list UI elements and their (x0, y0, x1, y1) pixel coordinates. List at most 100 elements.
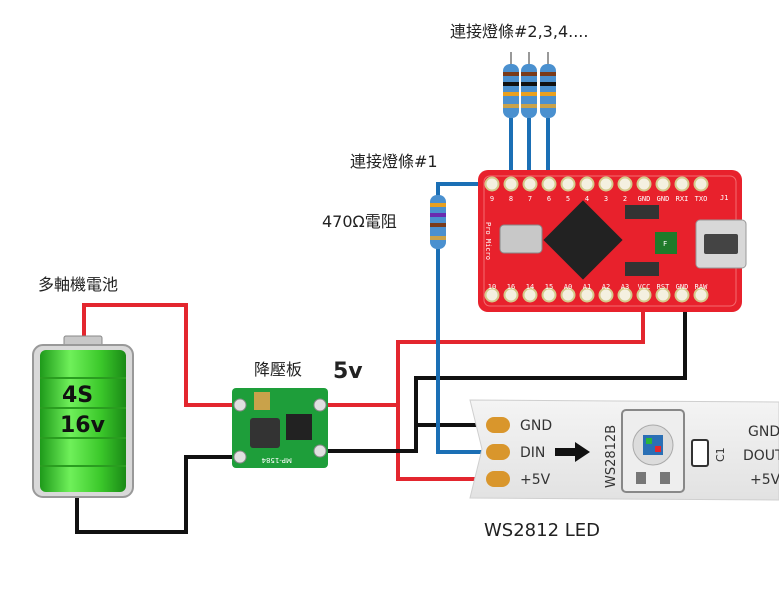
bottom-pin-label: 14 (526, 283, 534, 291)
label-strip-1: 連接燈條#1 (350, 152, 438, 171)
top-pin-hole (655, 176, 671, 192)
resistor-470 (430, 195, 446, 249)
bottom-pin-label: 10 (488, 283, 496, 291)
resistor-4 (540, 64, 556, 118)
resistor-group-multi (503, 64, 556, 118)
top-pin-hole (484, 176, 500, 192)
data-direction-arrow (555, 442, 590, 462)
top-pin-hole (617, 176, 633, 192)
bottom-pin-hole (693, 287, 709, 303)
top-pin-label: GND (657, 195, 670, 203)
strip-right-5v-label: +5V (750, 472, 779, 488)
bottom-pin-hole (617, 287, 633, 303)
top-pin-label: 9 (490, 195, 494, 203)
strip-right-gnd-label: GND (748, 424, 779, 440)
buck-regulator: MP-1584 (232, 388, 328, 468)
label-resistor: 470Ω電阻 (322, 212, 397, 231)
bottom-pin-hole (636, 287, 652, 303)
pad-gnd (486, 417, 510, 433)
bottom-pin-hole (503, 287, 519, 303)
bottom-pin-label: 16 (507, 283, 515, 291)
bottom-pin-row: 10 16 14 15 A0 A1 A2 A3 VCC RST GND RAW (484, 283, 709, 303)
board-chip-label: F (663, 240, 667, 248)
regulator-gnd-wire (320, 295, 687, 453)
bottom-pin-hole (674, 287, 690, 303)
strip-pad-5v-label: +5V (520, 472, 551, 488)
top-pin-hole (693, 176, 709, 192)
bottom-pin-hole (560, 287, 576, 303)
smd-part (625, 262, 659, 276)
resistor-2 (503, 64, 519, 118)
label-5v: 5v (333, 359, 363, 384)
battery-cells-label: 4S (62, 383, 93, 408)
bottom-pin-label: VCC (638, 283, 651, 291)
battery-fill (40, 350, 126, 492)
top-pin-label: 5 (566, 195, 570, 203)
top-pin-label: GND (638, 195, 651, 203)
bottom-pin-label: A1 (583, 283, 591, 291)
top-pin-label: 6 (547, 195, 551, 203)
bottom-pin-hole (655, 287, 671, 303)
label-battery: 多軸機電池 (38, 275, 118, 294)
top-pin-label: RXI (676, 195, 689, 203)
regulator-5v-wire (320, 295, 645, 407)
resistor-3 (521, 64, 537, 118)
bottom-pin-label: GND (676, 283, 689, 291)
wires (75, 52, 687, 534)
top-pin-hole (503, 176, 519, 192)
bottom-pin-hole (522, 287, 538, 303)
top-pin-label: 2 (623, 195, 627, 203)
bottom-pin-hole (579, 287, 595, 303)
regulator-ic (286, 414, 312, 440)
bottom-pin-label: A2 (602, 283, 610, 291)
top-pin-label: 4 (585, 195, 589, 203)
bottom-pin-hole (484, 287, 500, 303)
strip-pad-din-label: DIN (520, 445, 545, 461)
top-pin-label: 7 (528, 195, 532, 203)
bottom-pin-label: A0 (564, 283, 572, 291)
battery-positive-wire (82, 303, 240, 407)
top-pin-label: 3 (604, 195, 608, 203)
smd-inductor (655, 232, 677, 254)
bottom-pin-label: A3 (621, 283, 629, 291)
strip-gnd-wire (414, 423, 496, 451)
top-pin-row: 9 8 7 6 5 4 3 2 GND GND RXI TXO (484, 176, 709, 203)
top-pin-hole (579, 176, 595, 192)
strip-cap-label: C1 (714, 447, 727, 462)
battery-voltage-label: 16v (60, 413, 106, 438)
crystal (499, 224, 543, 254)
top-pin-label: TXO (695, 195, 708, 203)
strip-pad-gnd-label: GND (520, 418, 552, 434)
bottom-pin-label: RST (657, 283, 670, 291)
pad-5v (486, 471, 510, 487)
top-pin-hole (522, 176, 538, 192)
board-corner-label: J1 (720, 194, 728, 202)
top-pin-hole (541, 176, 557, 192)
board-side-text: Pro Micro (484, 222, 492, 260)
top-pin-hole (560, 176, 576, 192)
label-led-strip: WS2812 LED (484, 520, 600, 541)
led-strip: GND DIN +5V WS2812B C1 GND DOUT +5V (469, 399, 779, 501)
label-strips-multi: 連接燈條#2,3,4.... (450, 22, 588, 41)
bottom-pin-label: RAW (695, 283, 708, 291)
battery-negative-wire (75, 455, 240, 534)
data-wire-strip1 (436, 182, 496, 454)
bottom-pin-hole (598, 287, 614, 303)
strip-5v-wire (396, 405, 496, 481)
bottom-pin-label: 15 (545, 283, 553, 291)
smd-part (625, 205, 659, 219)
regulator-text: MP-1584 (261, 456, 292, 464)
top-pin-hole (598, 176, 614, 192)
top-pin-hole (636, 176, 652, 192)
label-regulator: 降壓板 (254, 360, 302, 379)
top-pin-hole (674, 176, 690, 192)
top-pin-label: 8 (509, 195, 513, 203)
battery: 4S 16v (32, 335, 134, 498)
bottom-pin-hole (541, 287, 557, 303)
capacitor (691, 439, 709, 467)
pad-din (486, 444, 510, 460)
strip-right-dout-label: DOUT (743, 448, 779, 464)
strip-chip-label: WS2812B (604, 425, 619, 488)
